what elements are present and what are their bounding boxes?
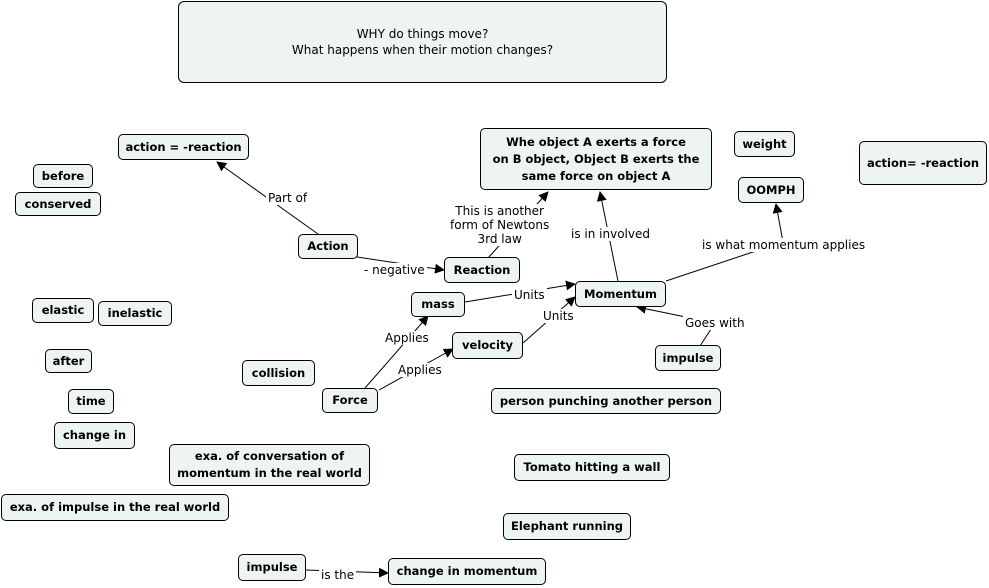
label-units-velocity: Units <box>541 309 576 323</box>
node-newton-line1: Whe object A exerts a force <box>506 134 686 149</box>
node-before[interactable]: before <box>33 164 93 188</box>
label-negative: - negative <box>362 263 427 277</box>
node-action-reaction-1[interactable]: action = -reaction <box>118 134 249 160</box>
node-action[interactable]: Action <box>298 234 358 259</box>
node-person-punching[interactable]: person punching another person <box>491 388 721 414</box>
node-newton-line2: on B object, Object B exerts the <box>492 151 700 166</box>
focus-question-line2: What happens when their motion changes? <box>291 43 554 57</box>
node-inelastic[interactable]: inelastic <box>98 301 172 326</box>
node-change-in-momentum[interactable]: change in momentum <box>388 558 546 585</box>
node-force[interactable]: Force <box>322 388 378 413</box>
label-is-the: is the <box>319 568 357 582</box>
node-change-in[interactable]: change in <box>54 422 135 449</box>
label-units-mass: Units <box>512 288 547 302</box>
node-oomph[interactable]: OOMPH <box>738 177 804 203</box>
node-action-reaction-2[interactable]: action= -reaction <box>859 141 987 185</box>
focus-question-box: WHY do things move? What happens when th… <box>178 1 667 83</box>
focus-question-line1: WHY do things move? <box>356 27 489 41</box>
node-collision[interactable]: collision <box>242 360 315 386</box>
node-newton-third-law[interactable]: Whe object A exerts a force on B object,… <box>480 128 712 190</box>
node-exa-impulse[interactable]: exa. of impulse in the real world <box>1 494 229 521</box>
node-weight[interactable]: weight <box>734 131 795 157</box>
node-mass[interactable]: mass <box>411 292 465 317</box>
label-applies-velocity: Applies <box>396 363 444 377</box>
label-is-in-involved: is in involved <box>569 227 652 241</box>
node-elastic[interactable]: elastic <box>32 298 94 323</box>
node-conserved[interactable]: conserved <box>15 192 101 216</box>
label-another-form-line3: 3rd law <box>477 232 522 246</box>
node-exa-conservation-line2: momentum in the real world <box>177 466 362 480</box>
label-another-form-line1: This is another <box>455 204 544 218</box>
node-exa-conservation[interactable]: exa. of conversation of momentum in the … <box>169 444 370 486</box>
node-after[interactable]: after <box>45 349 92 373</box>
node-momentum[interactable]: Momentum <box>575 281 666 307</box>
label-applies-mass: Applies <box>383 331 431 345</box>
link-force-mass <box>364 315 429 389</box>
label-another-form-line2: form of Newtons <box>450 218 550 232</box>
label-part-of: Part of <box>266 191 310 205</box>
label-what-momentum-applies: is what momentum applies <box>700 238 868 252</box>
node-elephant[interactable]: Elephant running <box>503 513 631 540</box>
node-impulse[interactable]: impulse <box>655 345 721 371</box>
node-reaction[interactable]: Reaction <box>444 257 520 283</box>
node-time[interactable]: time <box>68 389 114 414</box>
node-exa-conservation-line1: exa. of conversation of <box>194 449 345 463</box>
node-impulse-2[interactable]: impulse <box>238 554 306 581</box>
node-newton-line3: same force on object A <box>521 168 671 183</box>
label-goes-with: Goes with <box>683 316 747 330</box>
node-velocity[interactable]: velocity <box>452 332 523 359</box>
node-tomato[interactable]: Tomato hitting a wall <box>514 454 670 481</box>
label-another-form: This is another form of Newtons 3rd law <box>448 204 552 246</box>
